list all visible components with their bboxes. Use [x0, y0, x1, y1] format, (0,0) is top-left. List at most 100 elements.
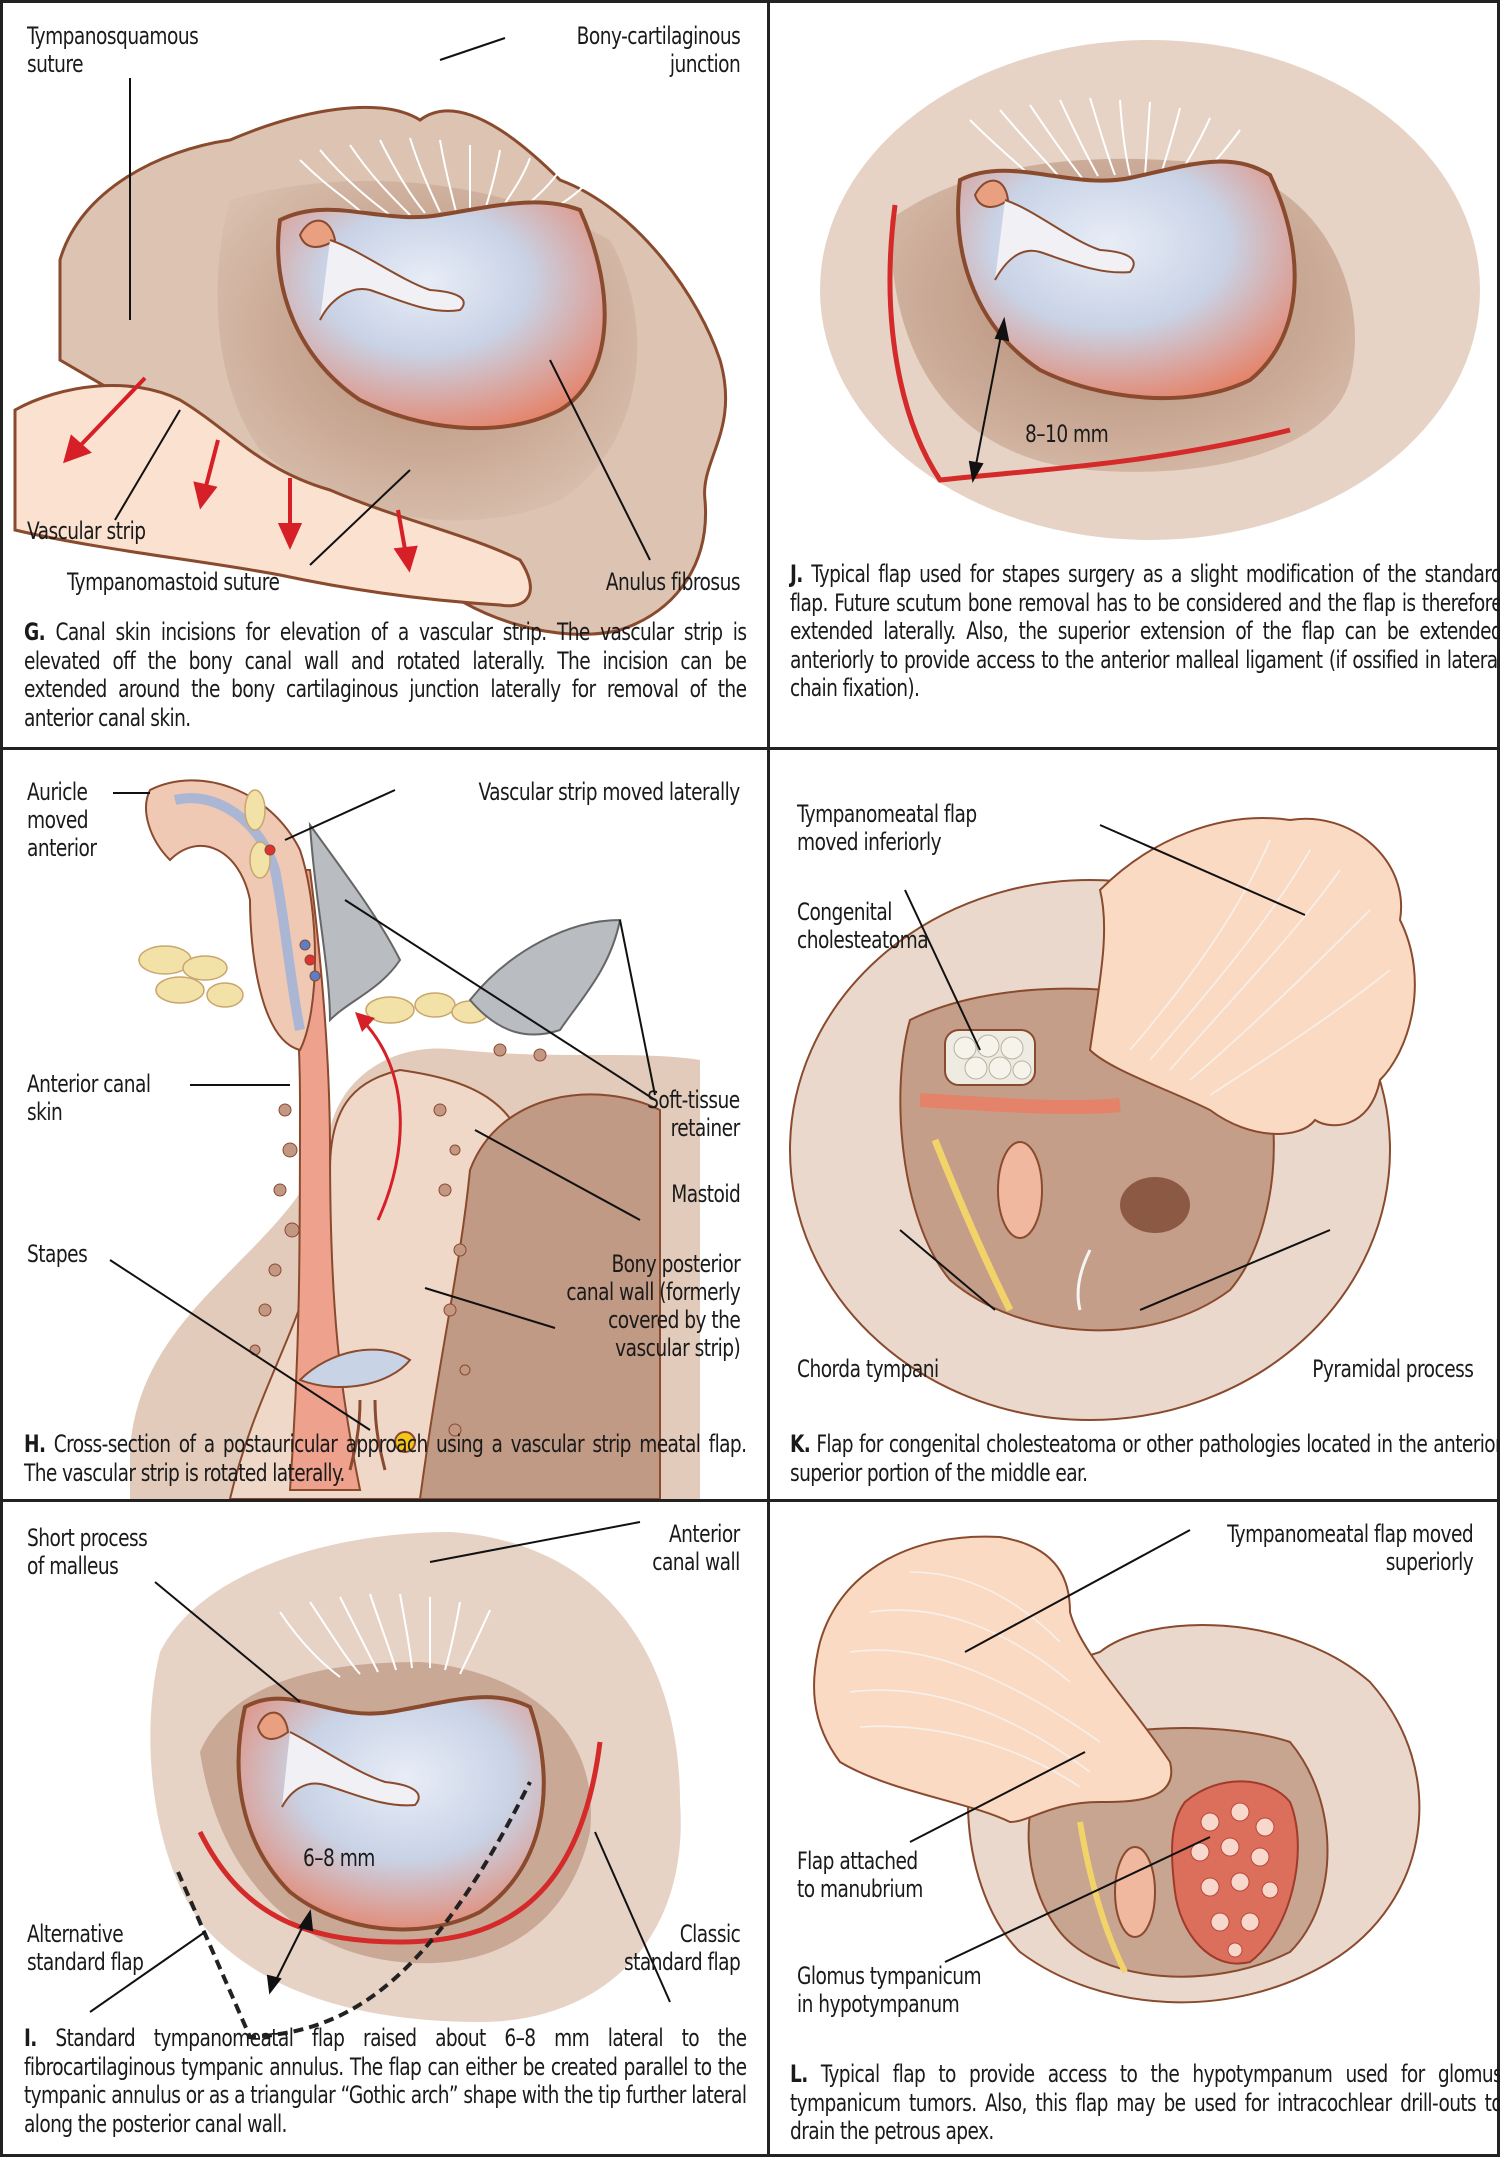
label-line: superiorly: [1385, 1548, 1474, 1576]
label-line: Auricle: [27, 778, 88, 806]
label-measure-8-10mm: 8–10 mm: [1025, 420, 1109, 448]
glomus-texture: [1190, 1802, 1279, 1958]
malleus-handle: [1114, 1846, 1156, 1938]
label-line: retainer: [670, 1114, 741, 1142]
label-line: Tympanosquamous: [27, 22, 199, 50]
canal-hairs: [299, 137, 586, 226]
fat-tissue: [138, 789, 489, 1024]
label-glomus-tympanicum: Glomus tympanicum in hypotympanum: [797, 1962, 982, 2018]
panel-i-illustration: [89, 1521, 681, 2040]
label-tympanomastoid-suture: Tympanomastoid suture: [67, 568, 280, 596]
label-anterior-canal-wall: Anterior canal wall: [652, 1520, 740, 1576]
caption-lead: H.: [24, 1430, 46, 1458]
panel-j-illustration: [820, 40, 1480, 540]
chorda-tympani: [931, 1138, 1014, 1312]
chorda-tympani: [1077, 1821, 1128, 1974]
auricle-cartilage: [173, 793, 305, 1031]
label-tympanosquamous-suture: Tympanosquamous suture: [27, 22, 199, 78]
leader-lines: [114, 37, 651, 566]
label-line: Bony-cartilaginous: [576, 22, 740, 50]
label-line: moved inferiorly: [797, 828, 942, 856]
label-congenital-cholesteatoma: Congenital cholesteatoma: [797, 898, 929, 954]
malleus-handle: [319, 239, 465, 321]
label-classic-standard-flap: Classic standard flap: [624, 1920, 741, 1976]
panel-l: Tympanomeatal flap moved superiorly Flap…: [770, 1502, 1500, 2157]
flap-striations: [849, 1571, 1101, 1788]
caption-lead: J.: [790, 560, 803, 588]
label-line: Soft-tissue: [647, 1086, 740, 1114]
label-line: Short process: [27, 1524, 148, 1552]
column-divider: [767, 0, 770, 2157]
malleus-short-process: [256, 1711, 290, 1740]
panel-h: Auricle moved anterior Vascular strip mo…: [0, 750, 767, 1499]
label-line: Anterior: [669, 1520, 740, 1548]
air-cells: [249, 1043, 547, 1437]
cholesteatoma: [944, 1029, 1036, 1086]
caption-text: Standard tympanomeatal flap raised about…: [24, 2024, 747, 2138]
caption-lead: G.: [24, 618, 46, 646]
caption-h: H. Cross-section of a postauricular appr…: [24, 1430, 747, 1487]
pyramidal-process: [1076, 1249, 1092, 1311]
caption-text: Typical flap to provide access to the hy…: [790, 2060, 1500, 2145]
alternative-flap-incision: [176, 1781, 532, 2040]
leader-lines: [909, 1529, 1211, 1963]
label-line: canal wall (formerly: [566, 1278, 740, 1306]
label-line: of malleus: [27, 1552, 119, 1580]
caption-text: Cross-section of a postauricular approac…: [24, 1430, 747, 1487]
leader-lines: [899, 824, 1331, 1311]
round-window: [1120, 1177, 1190, 1233]
label-line: skin: [27, 1098, 63, 1126]
label-line: Tympanomeatal flap: [797, 800, 977, 828]
caption-j: J. Typical flap used for stapes surgery …: [790, 560, 1500, 703]
caption-lead: K.: [790, 1430, 811, 1458]
eardrum-section: [298, 1348, 412, 1389]
label-soft-tissue-retainer: Soft-tissue retainer: [647, 1086, 740, 1142]
panel-h-illustration: [109, 779, 700, 1499]
label-tympanomeatal-flap-superiorly: Tympanomeatal flap moved superiorly: [1227, 1520, 1474, 1576]
panel-l-illustration: [813, 1529, 1421, 2004]
row-divider-1: [0, 747, 1500, 750]
caption-g: G. Canal skin incisions for elevation of…: [24, 618, 747, 732]
leader-lines: [109, 789, 656, 1431]
label-stapes: Stapes: [27, 1240, 88, 1268]
caption-text: Typical flap used for stapes surgery as …: [790, 560, 1500, 702]
caption-text: Canal skin incisions for elevation of a …: [24, 618, 747, 732]
label-line: in hypotympanum: [797, 1990, 960, 2018]
label-bony-posterior-canal-wall: Bony posterior canal wall (formerly cove…: [566, 1250, 740, 1362]
label-pyramidal-process: Pyramidal process: [1311, 1355, 1474, 1383]
caption-k: K. Flap for congenital cholesteatoma or …: [790, 1430, 1500, 1487]
classic-flap-incision: [197, 1741, 603, 1945]
malleus-handle: [994, 199, 1135, 281]
label-line: Anterior canal: [27, 1070, 151, 1098]
vessels: [264, 844, 321, 982]
caption-text: Flap for congenital cholesteatoma or oth…: [790, 1430, 1500, 1487]
label-flap-attached-manubrium: Flap attached to manubrium: [797, 1847, 923, 1903]
incision-line: [887, 204, 1291, 483]
panel-j: 8–10 mm J. Typical flap used for stapes …: [770, 0, 1500, 747]
label-bony-cartilaginous-junction: Bony-cartilaginous junction: [576, 22, 740, 78]
label-measure-6-8mm: 6–8 mm: [303, 1844, 375, 1872]
label-vascular-strip-moved: Vascular strip moved laterally: [478, 778, 741, 806]
label-line: to manubrium: [797, 1875, 923, 1903]
mastoid: [418, 1093, 661, 1499]
label-anulus-fibrosus: Anulus fibrosus: [605, 568, 741, 596]
label-line: Alternative: [27, 1920, 124, 1948]
malleus-handle: [281, 1731, 420, 1808]
label-anterior-canal-skin: Anterior canal skin: [27, 1070, 151, 1126]
rotation-arrow: [360, 1018, 402, 1221]
flap-striations: [1129, 839, 1391, 1096]
label-line: covered by the: [607, 1306, 741, 1334]
panel-g-illustration: [13, 37, 728, 636]
label-line: Bony posterior: [611, 1250, 740, 1278]
row-divider-2: [0, 1499, 1500, 1502]
label-line: suture: [27, 50, 84, 78]
label-line: canal wall: [652, 1548, 740, 1576]
label-mastoid: Mastoid: [670, 1180, 741, 1208]
label-alternative-standard-flap: Alternative standard flap: [27, 1920, 144, 1976]
label-line: anterior: [27, 834, 97, 862]
label-vascular-strip: Vascular strip: [27, 517, 146, 545]
malleus-handle: [997, 1141, 1043, 1239]
panel-k: Tympanomeatal flap moved inferiorly Cong…: [770, 750, 1500, 1499]
panel-i: Short process of malleus Anterior canal …: [0, 1502, 767, 2157]
